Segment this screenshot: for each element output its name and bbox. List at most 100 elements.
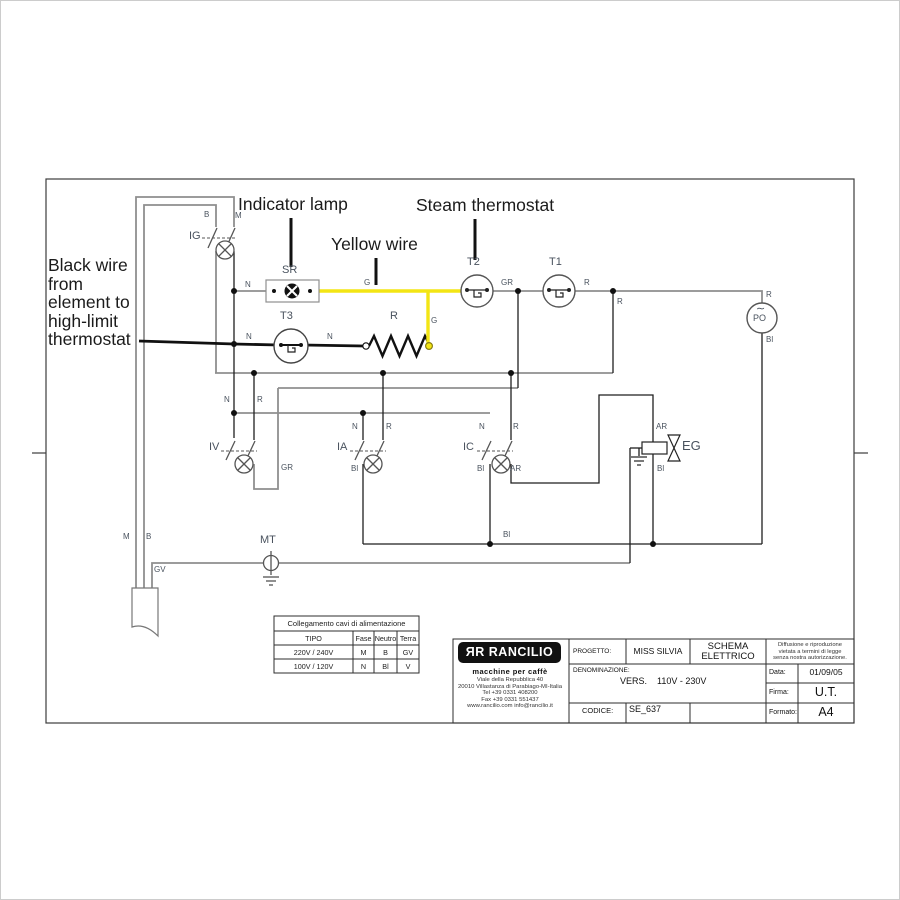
gray-wires <box>135 196 763 588</box>
schema-line2: ELETTRICO <box>701 651 755 662</box>
supply-row-100-terra: V <box>405 662 411 671</box>
wire-color-label: Bl <box>766 335 774 344</box>
component-label: ∼ <box>756 303 766 315</box>
annotation-indicator-lamp: Indicator lamp <box>238 194 348 214</box>
notice-line: senza nostra autorizzazione. <box>773 655 847 661</box>
rancilio-tagline: macchine per caffè <box>472 667 548 676</box>
wire-color-label: N <box>352 422 358 431</box>
supply-row-100-fase: N <box>360 662 367 671</box>
component-label: PO <box>753 313 767 323</box>
wire-color-label: AR <box>656 422 668 431</box>
component-label: T2 <box>467 256 480 268</box>
supply-row-100-neutro: Bl <box>382 662 389 671</box>
data-value: 01/09/05 <box>809 667 843 677</box>
supply-table-header-terra: Terra <box>399 634 417 643</box>
wire-color-label: N <box>327 332 333 341</box>
wire-color-label: GV <box>154 565 166 574</box>
wire-color-label: G <box>364 278 371 287</box>
wire-color-label: Bl <box>657 464 665 473</box>
wire-color-label: AR <box>510 464 522 473</box>
wire-color-label: M <box>235 211 242 220</box>
pump-po <box>746 302 778 334</box>
switch-ia <box>350 440 386 474</box>
supply-row-220-tipo: 220V / 240V <box>293 648 334 657</box>
address-line: Tel +39 0331 408200 <box>482 690 538 696</box>
denominazione-voltage: 110V - 230V <box>657 676 707 686</box>
address-line: 20010 Villastanza di Parabiago-MI-Italia <box>457 683 563 690</box>
address-line: Fax +39 0331 551437 <box>481 696 539 703</box>
solenoid-eg <box>631 434 681 466</box>
title-block-grid <box>452 638 855 724</box>
wire-color-label: R <box>513 422 519 431</box>
wire-color-label: Bl <box>503 530 511 539</box>
yellow-terminal <box>425 342 434 351</box>
denominazione-vers: VERS. <box>620 676 648 686</box>
wire-color-label: N <box>246 332 252 341</box>
supply-table-title: Collegamento cavi di alimentazione <box>287 619 406 628</box>
junction-dots <box>231 288 656 547</box>
drawing-frame <box>32 178 868 724</box>
wire-color-label: GR <box>501 278 513 287</box>
codice-value: SE_637 <box>629 704 662 714</box>
earth-mt <box>262 551 280 586</box>
component-label: EG <box>682 438 701 453</box>
wire-color-label: R <box>617 297 623 306</box>
wire-color-label: N <box>224 395 230 404</box>
component-label: IV <box>209 441 220 453</box>
supply-table-header-neutro: Neutro <box>374 634 397 643</box>
annotation-yellow-wire: Yellow wire <box>331 234 418 254</box>
supply-table-header-tipo: TIPO <box>305 634 322 643</box>
annotation-black-wire-line4: high-limit <box>48 311 119 331</box>
annotation-steam-thermostat: Steam thermostat <box>416 195 555 215</box>
power-cord <box>131 587 159 638</box>
wire-color-label: G <box>431 316 438 325</box>
wire-color-label: N <box>245 280 251 289</box>
rancilio-logo: ЯR RANCILIO <box>465 645 554 659</box>
mt-ground-icon <box>263 576 279 586</box>
wire-color-label: B <box>146 532 152 541</box>
supply-row-220-neutro: B <box>383 648 388 657</box>
address-line: Viale della Repubblica 40 <box>476 677 544 683</box>
schema-line1: SCHEMA <box>707 641 749 652</box>
formato-value: A4 <box>818 705 834 719</box>
wire-color-label: R <box>584 278 590 287</box>
wire-color-label: M <box>123 532 130 541</box>
main-switch-ig <box>202 227 237 260</box>
component-label: SR <box>282 264 298 276</box>
indicator-lamp-sr <box>265 279 320 303</box>
progetto-label: PROGETTO: <box>573 648 612 655</box>
annotation-black-wire-line2: from <box>48 274 83 294</box>
switch-ic <box>477 440 513 474</box>
annotation-black-wire-line3: element to <box>48 292 130 312</box>
annotation-pointers <box>289 218 477 285</box>
thermostat-t3 <box>273 328 309 364</box>
switch-iv <box>221 440 257 474</box>
codice-label: CODICE: <box>582 706 614 715</box>
rancilio-logo-box <box>458 642 561 663</box>
thermostat-t2 <box>460 274 494 308</box>
firma-value: U.T. <box>814 685 838 699</box>
supply-table-grid <box>273 615 420 674</box>
yellow-wire <box>319 289 462 344</box>
wire-color-label: R <box>766 290 772 299</box>
component-label: IA <box>337 441 348 453</box>
eg-ground-icon <box>631 456 647 466</box>
component-label: T1 <box>549 256 562 268</box>
wire-color-label: R <box>257 395 263 404</box>
notice-line: vietata a termini di legge <box>778 648 842 655</box>
wire-color-label: Bl <box>351 464 359 473</box>
annotation-black-wire-line5: thermostat <box>48 329 131 349</box>
wire-color-label: B <box>204 210 210 219</box>
annotation-black-wire-line1: Black wire <box>48 255 128 275</box>
data-label: Data: <box>769 669 786 676</box>
component-label: IG <box>189 230 201 242</box>
formato-label: Formato: <box>769 709 798 716</box>
supply-row-220-fase: M <box>360 648 367 657</box>
supply-row-100-tipo: 100V / 120V <box>293 662 334 671</box>
wire-color-label: GR <box>281 463 293 472</box>
supply-row-220-terra: GV <box>402 648 414 657</box>
thermostat-t1 <box>542 274 576 308</box>
component-label: IC <box>463 441 474 453</box>
